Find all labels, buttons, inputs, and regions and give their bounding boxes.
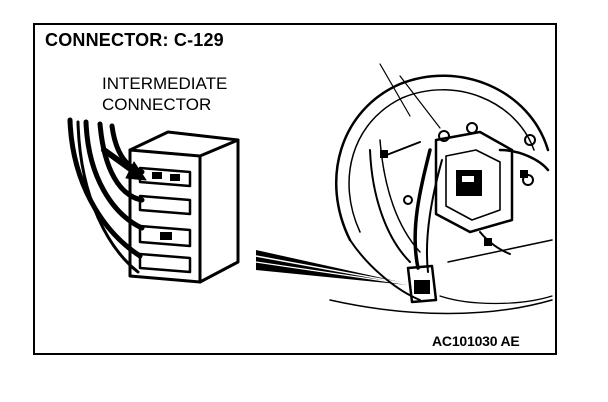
callout-arrowhead — [125, 161, 147, 181]
harness-route-5 — [383, 141, 421, 157]
connector-slot-4 — [138, 252, 192, 274]
bolt-1 — [438, 130, 450, 142]
harness-wire-2 — [83, 119, 145, 231]
target-connector — [406, 264, 438, 304]
connector-slot-1 — [138, 166, 192, 188]
intermediate-connector-label: INTERMEDIATE CONNECTOR — [102, 73, 227, 115]
relay-box-highlight — [462, 176, 474, 182]
connector-closeup — [67, 117, 240, 284]
harness-route-4 — [479, 231, 511, 255]
connector-title: CONNECTOR: C-129 — [45, 30, 224, 50]
steering-wheel-rim — [335, 74, 550, 242]
clip-1 — [380, 150, 388, 158]
connector-body-top — [128, 130, 240, 152]
harness-route-3 — [498, 148, 550, 172]
connector-pin-3 — [160, 232, 172, 240]
dashboard-edge — [329, 299, 553, 315]
clip-3 — [484, 238, 492, 246]
figure-code: AC101030 AE — [432, 333, 520, 349]
clip-2 — [520, 170, 528, 178]
leader-line-1 — [379, 63, 411, 117]
bolt-2 — [466, 122, 478, 134]
leader-line-2 — [399, 75, 441, 129]
harness-route-1 — [413, 148, 432, 270]
magnification-beam — [255, 250, 419, 287]
relay-box — [456, 170, 482, 196]
connector-pin-2 — [170, 174, 180, 181]
callout-line-2: CONNECTOR — [102, 95, 212, 114]
bolt-3 — [524, 134, 536, 146]
steering-wheel-lower — [349, 239, 421, 301]
connector-pin-1 — [152, 172, 162, 179]
connector-body-side — [198, 138, 240, 284]
bracket-main — [434, 130, 514, 234]
connector-slot-3 — [138, 224, 192, 248]
steering-wheel-rim-inner — [348, 89, 535, 233]
bracket-inner — [445, 149, 501, 221]
dashboard-edge-2 — [447, 239, 553, 263]
knee-bolster — [439, 295, 553, 305]
bolt-5 — [403, 195, 413, 205]
callout-line-1: INTERMEDIATE — [102, 74, 228, 93]
harness-wire-5 — [76, 120, 140, 274]
connector-slot-2 — [138, 194, 192, 216]
steering-column — [369, 149, 411, 263]
vehicle-location-view — [329, 63, 553, 315]
target-connector-fill — [414, 280, 430, 294]
harness-wire-3 — [97, 121, 145, 203]
harness-route-2 — [425, 159, 443, 273]
